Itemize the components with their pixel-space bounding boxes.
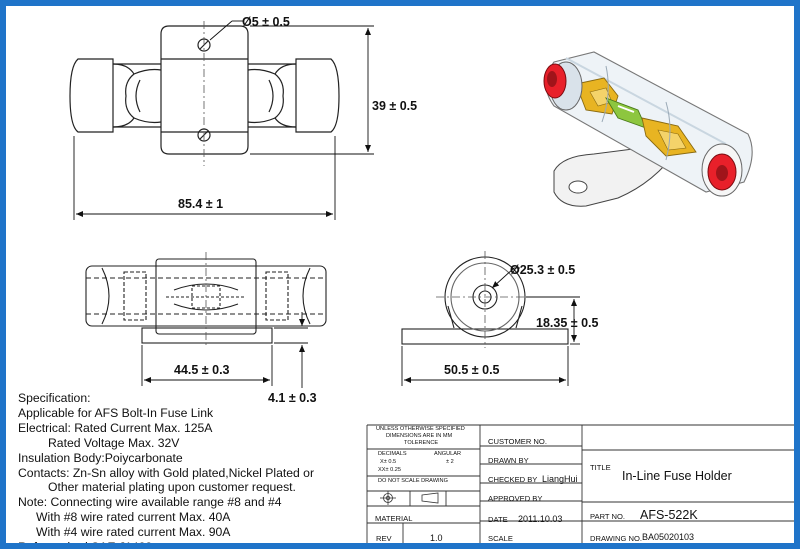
dim-base-width — [401, 346, 569, 386]
tolerance-note-1: UNLESS OTHERWISE SPECIFIED — [376, 426, 465, 432]
checked-by-label: CHECKED BY — [488, 475, 538, 484]
fuse-holder-3d-view — [543, 51, 753, 207]
part-no-label: PART NO. — [590, 512, 626, 521]
angular-label: ANGULAR — [434, 451, 462, 457]
base-thickness-label: 4.1 ± 0.3 — [268, 391, 317, 405]
spec-line: Other material plating upon customer req… — [48, 480, 296, 495]
part-no-value: AFS-522K — [640, 508, 698, 522]
dim-base-length — [141, 345, 273, 386]
specification-notes: Specification: Applicable for AFS Bolt-I… — [18, 391, 358, 549]
title-block-grid — [366, 424, 794, 543]
title-label: TITLE — [590, 463, 611, 472]
projection-symbol — [380, 491, 439, 505]
spec-line: Applicable for AFS Bolt-In Fuse Link — [18, 405, 214, 420]
tolerance-note-3: TOLERENCE — [404, 440, 439, 446]
drawing-no-label: DRAWING NO. — [590, 534, 643, 543]
customer-no-label: CUSTOMER NO. — [488, 437, 547, 446]
tolerance-angular: ± 2 — [446, 459, 454, 465]
spec-line: Note: Connecting wire available range #8… — [18, 495, 282, 510]
dim-height — [250, 25, 374, 155]
technical-drawing: Ø5 ± 0.5 39 ± 0.5 85.4 ± 1 — [69, 15, 794, 543]
drawn-by-label: DRAWN BY — [488, 456, 529, 465]
height-label: 39 ± 0.5 — [372, 99, 417, 113]
material-label: MATERIAL — [375, 514, 413, 523]
drawing-title: In-Line Fuse Holder — [622, 469, 732, 483]
approved-by-label: APPROVED BY — [488, 494, 543, 503]
length-label: 85.4 ± 1 — [178, 197, 223, 211]
decimals-label: DECIMALS — [378, 451, 407, 457]
base-width-label: 50.5 ± 0.5 — [444, 363, 500, 377]
dim-body-dia — [491, 267, 520, 289]
scale-label: SCALE — [488, 534, 513, 543]
no-scale-note: DO NOT SCALE DRAWING — [378, 478, 448, 484]
spec-line: With #8 wire rated current Max. 40A — [36, 510, 231, 525]
dim-length — [73, 136, 336, 220]
date-value: 2011.10.03 — [518, 514, 563, 524]
date-label: DATE — [488, 515, 508, 524]
spec-heading: Specification: — [18, 391, 91, 405]
spec-line: Electrical: Rated Current Max. 125A — [18, 420, 213, 435]
tolerance-note-2: DIMENSIONS ARE IN MM — [386, 433, 453, 439]
body-dia-label: Ø25.3 ± 0.5 — [510, 263, 575, 277]
center-height-label: 18.35 ± 0.5 — [536, 316, 599, 330]
spec-line: With #4 wire rated current Max. 90A — [36, 525, 231, 540]
dim-base-thickness — [274, 312, 308, 388]
dim-hole-dia — [209, 20, 244, 41]
spec-line: Ref standard:SAE J1428 — [18, 540, 153, 549]
tolerance-xx: XX± 0.25 — [378, 467, 401, 473]
rev-label: REV — [376, 534, 392, 543]
spec-line: Insulation Body:Poiycarbonate — [18, 450, 183, 465]
dim-center-height — [526, 296, 580, 345]
hole-dia-label: Ø5 ± 0.5 — [242, 15, 290, 29]
drawing-no-value: BA05020103 — [642, 532, 695, 542]
spec-line: Contacts: Zn-Sn alloy with Gold plated,N… — [18, 465, 315, 480]
base-length-label: 44.5 ± 0.3 — [174, 363, 230, 377]
checked-by-value: LiangHui — [542, 474, 578, 484]
tolerance-x: X± 0.5 — [380, 459, 397, 465]
rev-value: 1.0 — [430, 533, 443, 543]
top-view — [69, 25, 340, 155]
spec-line: Rated Voltage Max. 32V — [48, 435, 180, 450]
